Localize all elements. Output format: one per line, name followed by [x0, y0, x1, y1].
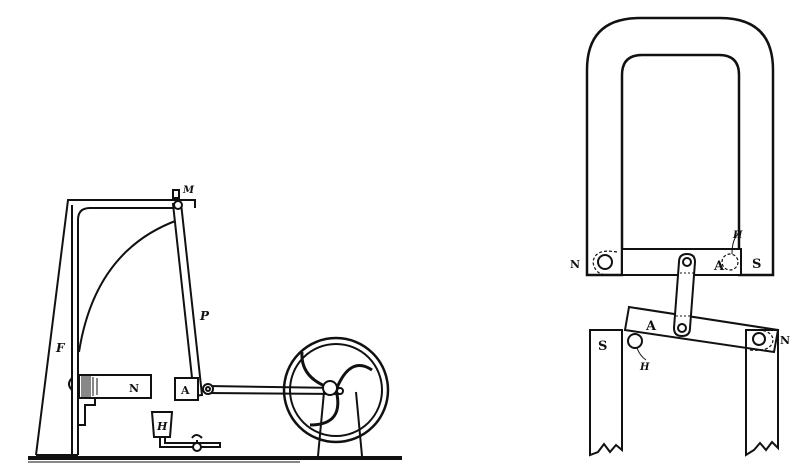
label-m: M	[182, 185, 195, 196]
horseshoe-magnet-diagram: N H A S A S H N	[570, 16, 790, 457]
horseshoe-magnet	[585, 16, 775, 277]
lower-pole-s	[589, 329, 623, 457]
label-h: H	[156, 420, 168, 433]
label-upper-h: H	[732, 230, 743, 241]
lower-armature	[623, 305, 780, 354]
pendulum-p	[171, 189, 204, 398]
armature-a-block	[174, 377, 199, 401]
connecting-link	[672, 252, 697, 338]
label-lower-h: H	[639, 362, 650, 373]
label-upper-n: N	[570, 258, 580, 271]
magneto-machine-side-view: M P F N A H	[28, 185, 402, 463]
label-upper-a: A	[713, 259, 725, 274]
label-a: A	[180, 384, 190, 397]
label-lower-s: S	[598, 339, 607, 354]
label-lower-a: A	[645, 319, 657, 334]
label-upper-s: S	[752, 257, 761, 272]
holder-h	[150, 411, 221, 452]
spring-curve	[78, 219, 179, 353]
frame-f	[35, 199, 196, 456]
magnet-n	[68, 374, 152, 426]
label-f: F	[55, 341, 66, 355]
label-p: P	[199, 309, 210, 323]
flywheel	[282, 336, 390, 457]
label-n: N	[129, 382, 139, 395]
connecting-rod	[202, 383, 341, 395]
pivot-m	[173, 200, 183, 210]
label-lower-n: N	[780, 334, 790, 347]
lower-pole-n	[745, 329, 779, 457]
